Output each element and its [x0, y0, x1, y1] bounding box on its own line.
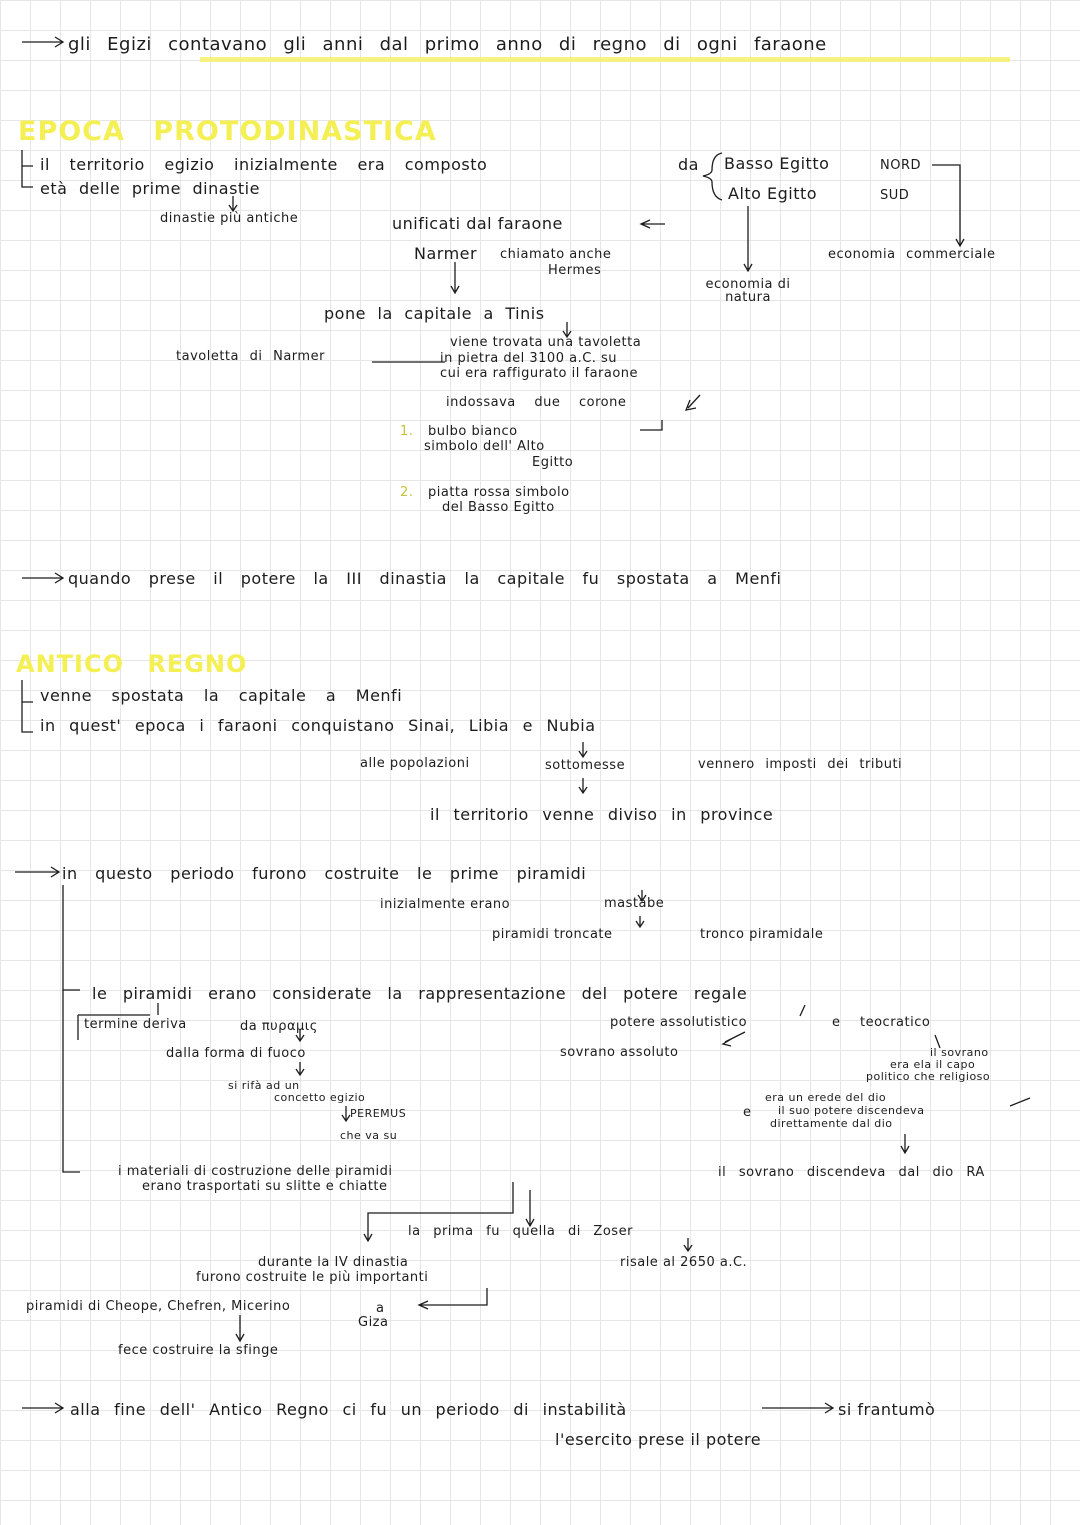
- tablet-found-3: cui era raffigurato il faraone: [440, 366, 639, 381]
- sovereign-head-2: era ela il capo: [890, 1058, 976, 1071]
- north-label: NORD: [880, 158, 921, 173]
- end-text-2: si frantumò: [838, 1400, 936, 1419]
- tributes-1: alle popolazioni: [360, 756, 470, 771]
- south-label: SUD: [880, 188, 910, 203]
- representation-text: le piramidi erano considerate la rappres…: [92, 984, 748, 1003]
- materials-2: erano trasportati su slitte e chiatte: [142, 1179, 388, 1194]
- end-text-1: alla fine dell' Antico Regno ci fu un pe…: [70, 1400, 627, 1419]
- concept-4: che va su: [340, 1129, 398, 1142]
- narmer-name: Narmer: [414, 244, 478, 263]
- da-text: da: [678, 155, 699, 174]
- section-title-protodinastica: EPOCA PROTODINASTICA: [18, 116, 437, 147]
- giza-a: a: [376, 1301, 385, 1316]
- heir-2: il suo potere discendeva: [778, 1104, 925, 1117]
- mastabe-word: mastabe: [604, 896, 665, 911]
- trunk-pyramidal: tronco piramidale: [700, 927, 824, 942]
- hermes-name: Hermes: [548, 263, 602, 278]
- oldest-dynasties: dinastie più antiche: [160, 211, 299, 226]
- fire-shape: dalla forma di fuoco: [166, 1046, 306, 1061]
- heir-3: direttamente dal dio: [770, 1117, 893, 1130]
- crown2-number: 2.: [400, 485, 414, 500]
- tablet-found-1: viene trovata una tavoletta: [450, 335, 642, 350]
- end-text-3: l'esercito prese il potere: [555, 1430, 762, 1449]
- provinces-text: il territorio venne diviso in province: [430, 805, 774, 824]
- upper-egypt: Alto Egitto: [728, 184, 818, 203]
- economy-commercial: economia commerciale: [828, 247, 996, 262]
- economy-nature: economia di natura: [705, 277, 791, 305]
- intro-text: gli Egizi contavano gli anni dal primo a…: [68, 34, 827, 55]
- truncated-pyramids: piramidi troncate: [492, 927, 613, 942]
- tributes-2: sottomesse: [545, 758, 626, 773]
- concept-1: si rifà ad un: [228, 1079, 300, 1092]
- crown1-number: 1.: [400, 424, 414, 439]
- sovereign-absolute: sovrano assoluto: [560, 1045, 679, 1060]
- tributes-3: vennero imposti dei tributi: [698, 757, 903, 772]
- section-title-antico-regno: ANTICO REGNO: [16, 650, 248, 678]
- concept-2: concetto egizio: [274, 1091, 366, 1104]
- fourth-dynasty-1: durante la IV dinastia: [258, 1255, 409, 1270]
- called-also: chiamato anche: [500, 247, 612, 262]
- pyramids-text: in questo periodo furono costruite le pr…: [62, 864, 587, 883]
- unified-text: unificati dal faraone: [392, 214, 563, 233]
- heir-1: era un erede del dio: [765, 1091, 887, 1104]
- sovereign-head-1: il sovrano: [930, 1046, 989, 1059]
- sphinx-text: fece costruire la sfinge: [118, 1343, 279, 1358]
- first-zoser: la prima fu quella di Zoser: [408, 1224, 633, 1239]
- two-crowns: indossava due corone: [446, 395, 627, 410]
- lower-egypt: Basso Egitto: [724, 154, 830, 173]
- theocratic: teocratico: [860, 1015, 931, 1030]
- territory-text: il territorio egizio inizialmente era co…: [40, 155, 488, 174]
- dates-2650: risale al 2650 a.C.: [620, 1255, 748, 1270]
- crown1-b: simbolo dell' Alto: [424, 439, 545, 454]
- sovereign-head-3: politico che religioso: [866, 1070, 991, 1083]
- from-pyramis: da πυραμις: [240, 1019, 318, 1034]
- conquest-text: in quest' epoca i faraoni conquistano Si…: [40, 716, 596, 735]
- concept-3: PEREMUS: [350, 1107, 407, 1120]
- descends-ra: il sovrano discendeva dal dio RA: [718, 1165, 985, 1180]
- crown2-a: piatta rossa simbolo: [428, 485, 570, 500]
- heir-e: e: [743, 1105, 752, 1120]
- materials-1: i materiali di costruzione delle piramid…: [118, 1164, 393, 1179]
- age-text: età delle prime dinastie: [40, 179, 260, 198]
- tablet-found-2: in pietra del 3100 a.C. su: [440, 351, 618, 366]
- giza-b: Giza: [358, 1315, 389, 1330]
- third-dynasty-text: quando prese il potere la III dinastia l…: [68, 569, 782, 588]
- mastabe-intro: inizialmente erano: [380, 897, 511, 912]
- crown1-a: bulbo bianco: [428, 424, 518, 439]
- crown2-b: del Basso Egitto: [442, 500, 555, 515]
- intro-highlight: [200, 57, 1010, 62]
- capital-tinis: pone la capitale a Tinis: [324, 304, 545, 323]
- and-word: e: [832, 1015, 841, 1030]
- fourth-dynasty-2: furono costruite le più importanti: [196, 1270, 429, 1285]
- term-derives: termine deriva: [84, 1017, 187, 1032]
- giza-list: piramidi di Cheope, Chefren, Micerino: [26, 1299, 291, 1314]
- crown1-c: Egitto: [532, 455, 574, 470]
- absolutist-power: potere assolutistico: [610, 1015, 748, 1030]
- capital-moved: venne spostata la capitale a Menfi: [40, 686, 403, 705]
- tablet-label: tavoletta di Narmer: [176, 349, 325, 364]
